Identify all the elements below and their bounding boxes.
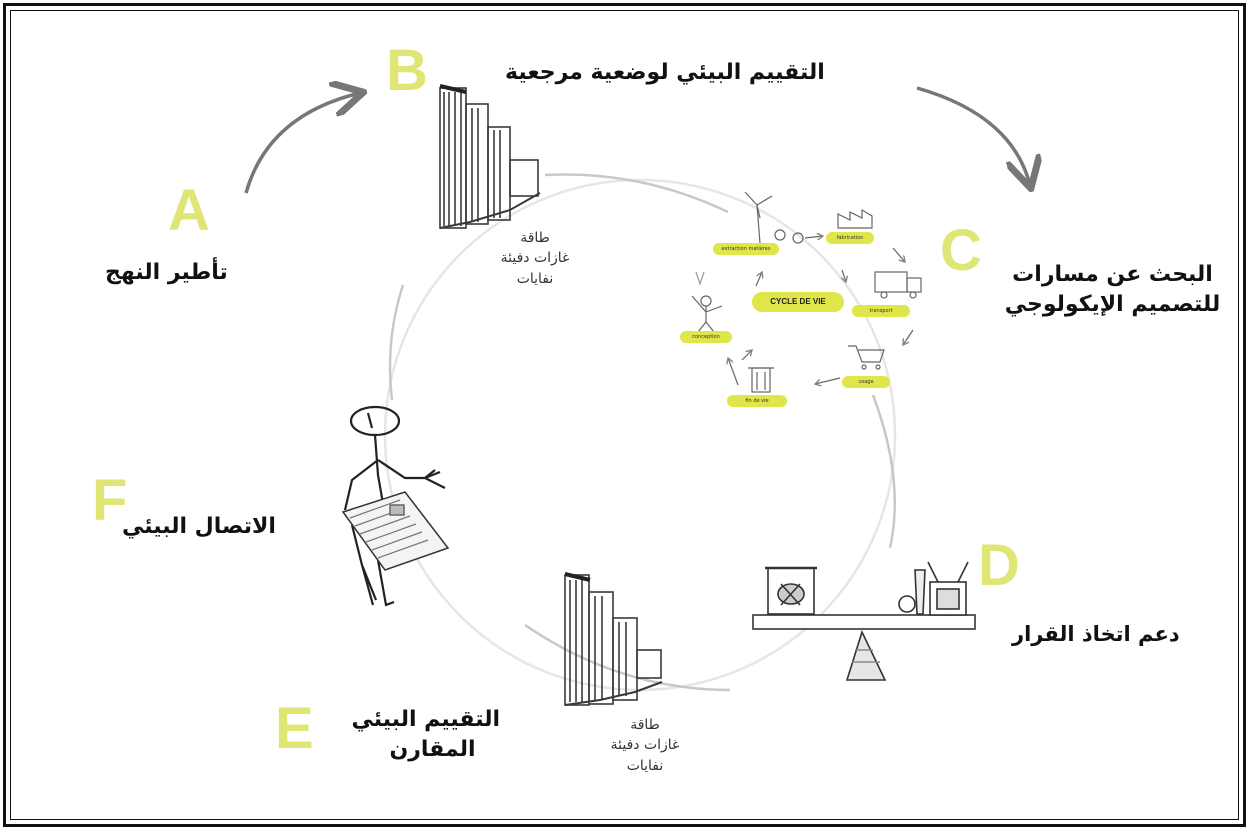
legend-b-energy: طاقة bbox=[520, 230, 550, 246]
legend-e-energy: طاقة bbox=[630, 717, 660, 733]
stage-label-e: التقييم البيئي المقارن bbox=[351, 705, 501, 764]
stage-letter-c: C bbox=[940, 218, 982, 283]
ring-arc-top bbox=[544, 173, 729, 214]
stage-label-b: التقييم البيئي لوضعية مرجعية bbox=[505, 60, 825, 85]
lifecycle-tag-end-of-life: fin de vie bbox=[727, 395, 787, 407]
stick-figure-sketch bbox=[343, 405, 446, 607]
legend-b: طاقة غازات دفيئة نفايات bbox=[480, 228, 590, 289]
balance-scale-sketch bbox=[752, 561, 976, 681]
stage-label-e-line2: المقارن bbox=[389, 736, 476, 762]
lifecycle-tag-transport: transport bbox=[852, 305, 910, 317]
arrow-a-to-b bbox=[244, 93, 360, 194]
stage-letter-e: E bbox=[275, 696, 314, 761]
stage-label-c-line2: للتصميم الإيكولوجي bbox=[1004, 291, 1221, 317]
outer-frame bbox=[3, 3, 1246, 827]
ring-arc-left bbox=[388, 284, 405, 401]
cycle-ring bbox=[383, 178, 897, 692]
lifecycle-sketch bbox=[691, 191, 922, 393]
stage-letter-f: F bbox=[92, 468, 128, 533]
lifecycle-tag-fabrication: fabrication bbox=[826, 232, 874, 244]
legend-b-waste: نفايات bbox=[516, 270, 554, 287]
legend-b-gases: غازات دفيئة bbox=[500, 250, 570, 267]
stage-label-c-line1: البحث عن مسارات bbox=[1012, 262, 1213, 287]
stage-label-f: الاتصال البيئي bbox=[122, 514, 276, 539]
stage-label-e-line1: التقييم البيئي bbox=[351, 707, 501, 732]
bar-sketch-b bbox=[439, 84, 541, 229]
legend-e: طاقة غازات دفيئة نفايات bbox=[590, 715, 700, 776]
lifecycle-tag-design: conception bbox=[680, 331, 732, 343]
stage-letter-d: D bbox=[978, 533, 1020, 598]
bar-sketch-e bbox=[564, 572, 663, 706]
stage-letter-a: A bbox=[168, 178, 210, 243]
newspaper-sketch bbox=[341, 491, 450, 571]
stage-label-c: البحث عن مسارات للتصميم الإيكولوجي bbox=[985, 260, 1240, 319]
stage-label-a: تأطير النهج bbox=[105, 260, 228, 285]
ring-arc-right bbox=[871, 394, 897, 549]
stage-label-d: دعم اتخاذ القرار bbox=[1012, 622, 1180, 646]
legend-e-gases: غازات دفيئة bbox=[610, 737, 680, 754]
ring-arc-bottom bbox=[524, 623, 731, 692]
stage-letter-b: B bbox=[386, 38, 428, 103]
legend-e-waste: نفايات bbox=[626, 757, 664, 774]
lifecycle-tag-extraction: extraction matières bbox=[713, 243, 779, 255]
lifecycle-center-label: CYCLE DE VIE bbox=[752, 292, 844, 312]
arrow-b-to-c bbox=[916, 86, 1030, 185]
inner-frame bbox=[10, 10, 1239, 820]
lifecycle-tag-usage: usage bbox=[842, 376, 890, 388]
